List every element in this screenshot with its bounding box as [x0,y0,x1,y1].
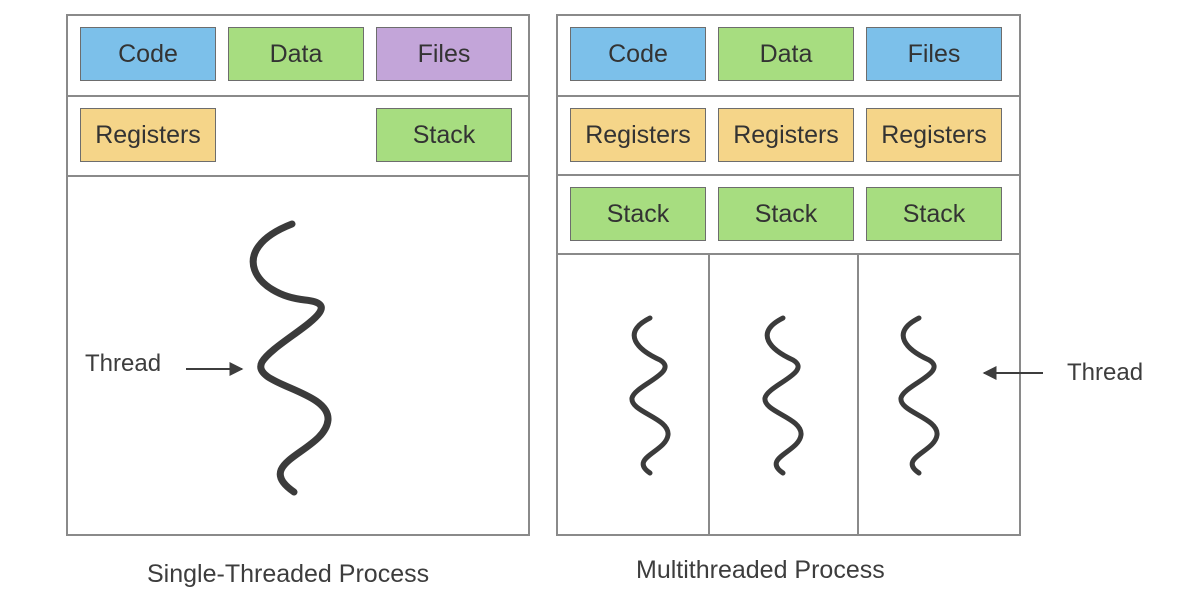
single-caption: Single-Threaded Process [147,560,430,588]
single-stack-box: Stack [376,108,512,162]
single-threaded-process [66,14,530,536]
multi-thread-squiggle-3 [898,315,940,476]
multi-divider-3 [556,253,1021,255]
multi-stack-box-3: Stack [866,187,1002,241]
multi-files-box: Files [866,27,1002,81]
single-divider-1 [66,95,530,97]
single-registers-box: Registers [80,108,216,162]
multi-divider-1 [556,95,1021,97]
single-thread-label: Thread [85,350,162,377]
multi-stack-box-1: Stack [570,187,706,241]
single-data-box: Data [228,27,364,81]
single-thread-squiggle [249,220,332,496]
multi-divider-2 [556,174,1021,176]
single-code-box: Code [80,27,216,81]
single-divider-2 [66,175,530,177]
multi-thread-squiggle-2 [762,315,804,476]
single-files-box: Files [376,27,512,81]
multi-data-box: Data [718,27,854,81]
multi-caption: Multithreaded Process [636,556,885,584]
multi-thread-divider-1 [708,253,710,536]
multi-thread-divider-2 [857,253,859,536]
multi-thread-label: Thread [1067,359,1144,386]
multi-thread-squiggle-1 [629,315,671,476]
multi-code-box: Code [570,27,706,81]
multi-stack-box-2: Stack [718,187,854,241]
multi-registers-box-3: Registers [866,108,1002,162]
multi-registers-box-2: Registers [718,108,854,162]
multi-registers-box-1: Registers [570,108,706,162]
